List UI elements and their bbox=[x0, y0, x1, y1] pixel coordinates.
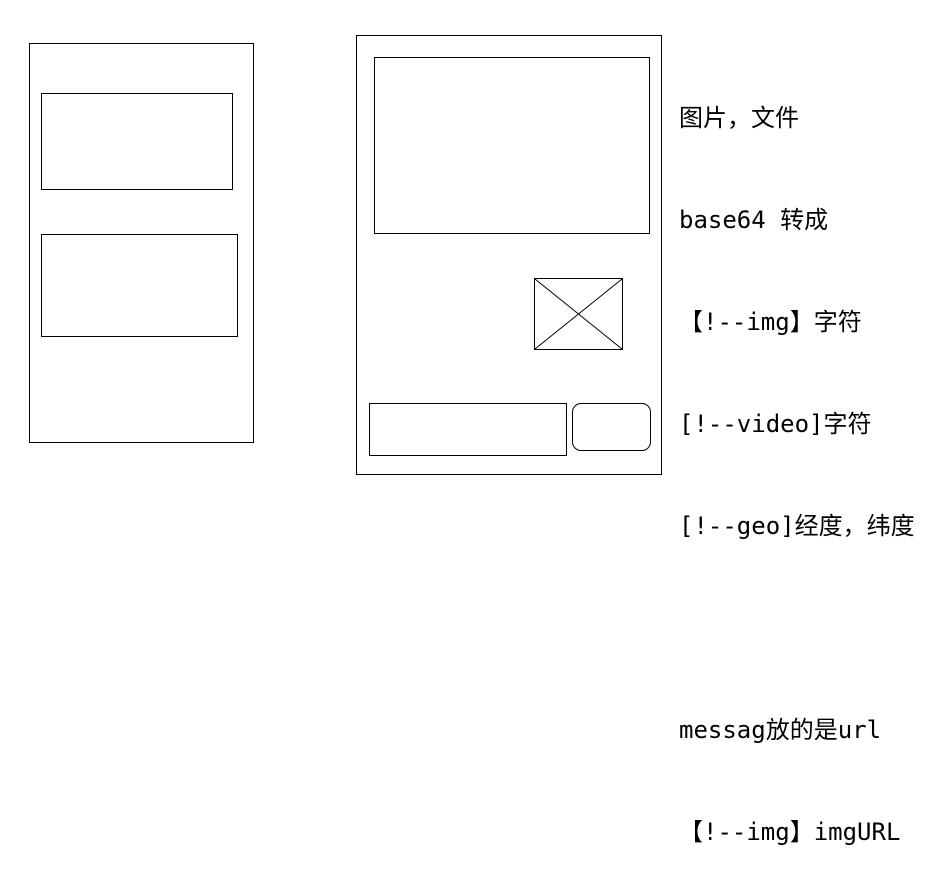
note-line: messag放的是url bbox=[679, 716, 882, 744]
phone-frame-left bbox=[29, 43, 254, 443]
phone-frame-right bbox=[356, 35, 662, 475]
image-placeholder-cross bbox=[535, 279, 622, 349]
note-line: 图片，文件 bbox=[679, 104, 799, 132]
message-input-field[interactable] bbox=[369, 403, 567, 456]
list-item-card-bottom bbox=[41, 234, 238, 337]
message-preview-area bbox=[374, 57, 650, 234]
note-line: 【!--img】字符 bbox=[679, 308, 862, 336]
note-line: 【!--img】imgURL bbox=[679, 818, 901, 846]
annotation-notes: 图片，文件 base64 转成 【!--img】字符 [!--video]字符 … bbox=[679, 33, 945, 883]
note-line: base64 转成 bbox=[679, 206, 829, 234]
send-button[interactable] bbox=[572, 403, 651, 451]
note-line: [!--geo]经度，纬度 bbox=[679, 512, 915, 540]
note-line: [!--video]字符 bbox=[679, 410, 872, 438]
list-item-card-top bbox=[41, 93, 233, 190]
note-gap bbox=[679, 611, 945, 645]
image-placeholder-icon bbox=[534, 278, 623, 350]
